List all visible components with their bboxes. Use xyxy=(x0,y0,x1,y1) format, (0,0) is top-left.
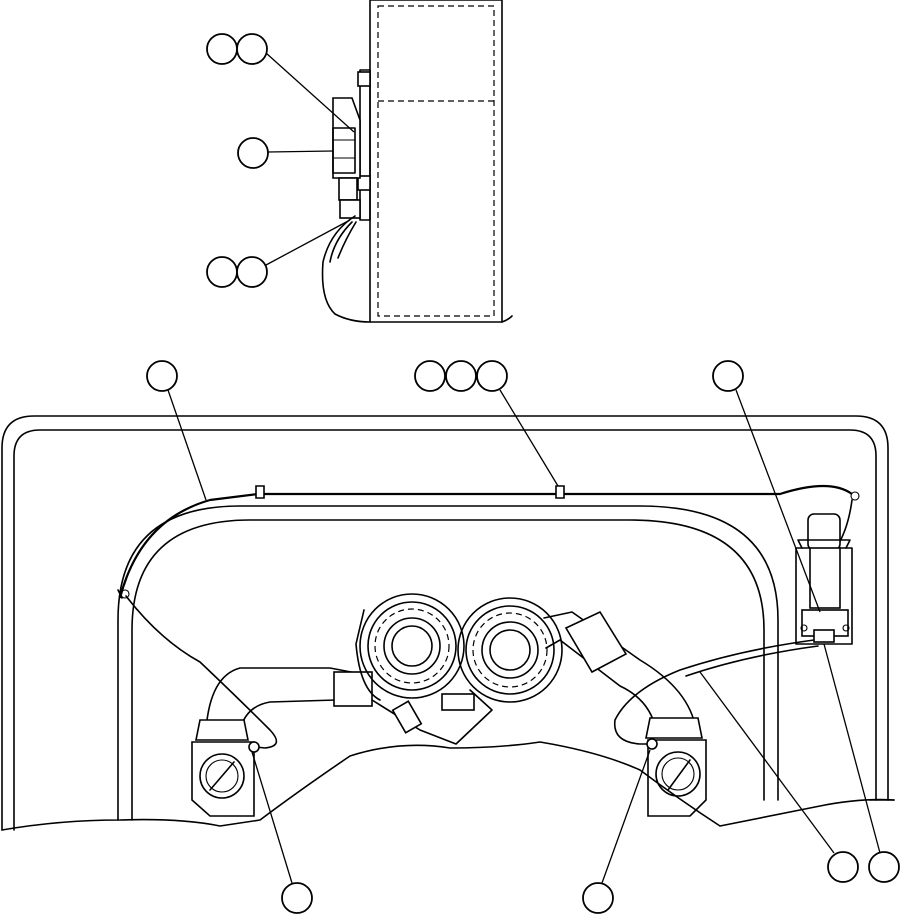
turbo-left-outer xyxy=(359,593,465,699)
detail-break-right xyxy=(501,315,513,323)
detail-component-body xyxy=(332,97,361,179)
harness-clip-2 xyxy=(555,485,565,499)
detail-view xyxy=(206,0,513,323)
turbo-left-bore-inner xyxy=(391,625,433,667)
harness-left-drop xyxy=(125,595,278,749)
harness-top xyxy=(118,484,853,599)
callout-main-2b xyxy=(445,360,477,392)
leader-main-7 xyxy=(823,643,881,854)
detail-bolt-bottom xyxy=(357,175,371,191)
left-duct-coupler xyxy=(333,671,373,707)
leader-detail-1 xyxy=(265,52,355,133)
turbo-left-bolt-circle xyxy=(374,608,450,684)
callout-detail-3b xyxy=(236,256,268,288)
turbo-right-bolt-circle xyxy=(472,612,548,688)
callout-main-2c xyxy=(476,360,508,392)
detail-harness-inner-2 xyxy=(337,221,357,259)
leader-detail-3 xyxy=(265,219,351,266)
right-bracket-top xyxy=(797,539,851,549)
detail-component-window xyxy=(332,127,356,174)
turbo-left-volute xyxy=(355,609,381,701)
turbo-right-outer xyxy=(457,597,563,703)
turbo-left xyxy=(355,593,465,701)
leader-main-1 xyxy=(167,389,207,501)
leader-main-5 xyxy=(601,749,651,884)
detail-bolt-top xyxy=(357,71,371,87)
left-elbow-housing xyxy=(191,741,255,817)
harness-right-drop-2 xyxy=(685,645,819,677)
arch-inner xyxy=(131,519,765,821)
detail-panel xyxy=(369,0,503,323)
detail-connector-nut xyxy=(339,199,361,219)
right-elbow-opening xyxy=(655,751,701,797)
leader-detail-2 xyxy=(267,150,334,153)
harness-clip-left xyxy=(120,589,130,599)
leader-main-3 xyxy=(735,389,821,613)
right-duct-flange xyxy=(645,717,703,739)
leader-main-2 xyxy=(499,389,559,487)
right-elbow-vane xyxy=(667,759,691,791)
callout-main-5 xyxy=(582,882,614,914)
detail-connector xyxy=(338,177,358,201)
right-bolt-2 xyxy=(842,624,850,632)
callout-main-6 xyxy=(827,851,859,883)
right-sensor-cap xyxy=(807,513,841,551)
turbo-right xyxy=(457,597,563,703)
detail-bracket-plate xyxy=(359,69,371,221)
harness-right-drop xyxy=(613,639,815,745)
right-connector xyxy=(646,738,658,750)
callout-main-4 xyxy=(281,882,313,914)
callout-main-2a xyxy=(414,360,446,392)
right-bolt-1 xyxy=(800,624,808,632)
break-line xyxy=(1,741,895,831)
right-sensor-connector xyxy=(813,629,835,643)
main-view xyxy=(1,360,900,914)
center-fitting-left xyxy=(391,700,423,734)
left-elbow-vane xyxy=(209,761,235,791)
turbo-right-ring xyxy=(465,605,555,695)
callout-detail-2 xyxy=(237,137,269,169)
turbo-right-bore xyxy=(481,621,539,679)
callout-detail-3a xyxy=(206,256,238,288)
callout-main-7 xyxy=(868,851,900,883)
detail-panel-hidden-outline xyxy=(377,5,495,317)
detail-harness-inner xyxy=(329,221,353,263)
detail-harness-outer xyxy=(321,215,371,323)
turbo-left-ring xyxy=(367,601,457,691)
callout-main-1 xyxy=(146,360,178,392)
left-connector xyxy=(248,741,260,753)
frame-inner xyxy=(13,429,877,831)
left-elbow-opening xyxy=(199,753,245,799)
callout-main-3 xyxy=(712,360,744,392)
left-duct-upper xyxy=(205,667,373,731)
turbo-right-bore-inner xyxy=(489,629,531,671)
leader-main-4 xyxy=(251,751,293,884)
right-elbow-opening-inner xyxy=(661,757,695,791)
left-elbow-opening-inner xyxy=(205,759,239,793)
frame-outer xyxy=(1,415,889,831)
right-duct-coupler xyxy=(564,610,628,674)
center-fitting-right xyxy=(441,693,475,711)
left-duct-flange xyxy=(195,719,249,741)
arch-outer xyxy=(117,505,779,821)
turbo-left-bore xyxy=(383,617,441,675)
callout-detail-1a xyxy=(206,33,238,65)
harness-clip-right xyxy=(850,491,860,501)
callout-detail-1b xyxy=(236,33,268,65)
harness-clip-1 xyxy=(255,485,265,499)
leader-main-6 xyxy=(699,671,835,854)
